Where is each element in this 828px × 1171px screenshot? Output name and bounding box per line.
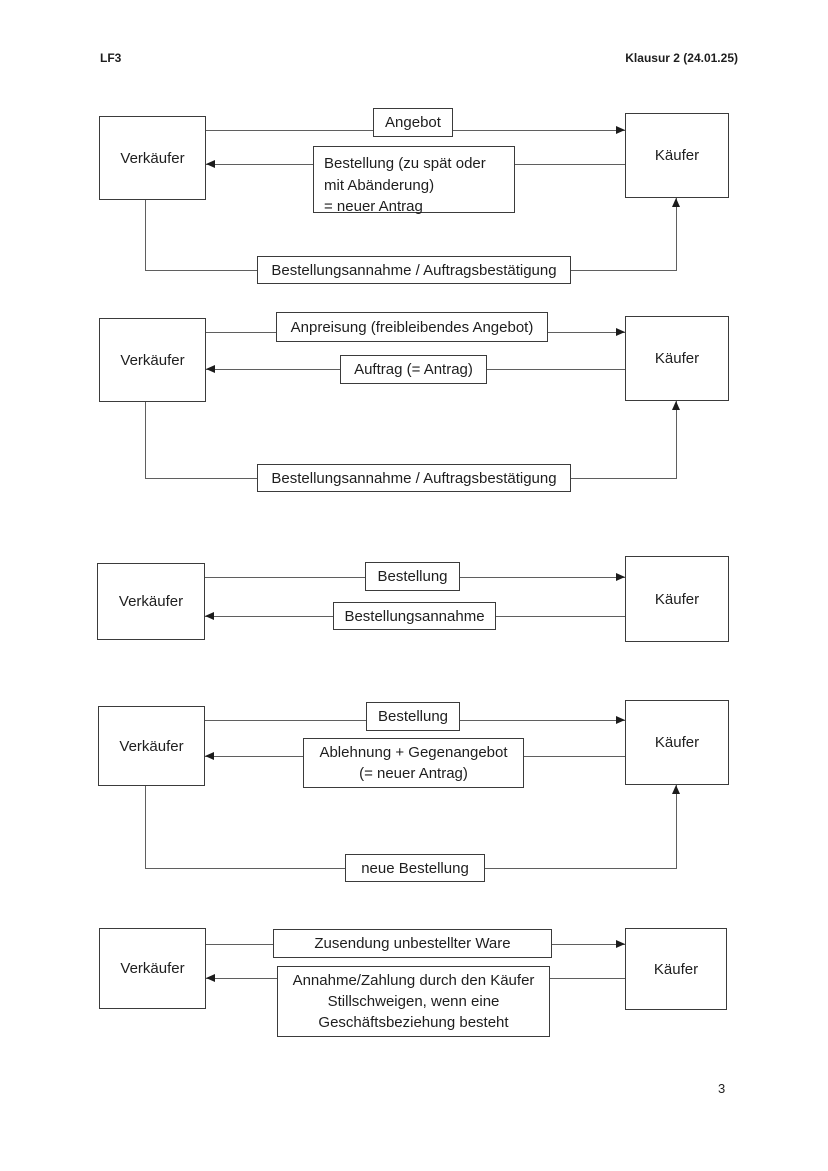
arrowhead-left [206, 365, 215, 373]
label-bestellung: Bestellung [366, 702, 460, 731]
arrowhead-left [205, 612, 214, 620]
connector-down-from-seller [145, 786, 146, 869]
connector-down-from-seller [145, 402, 146, 479]
label-line: Stillschweigen, wenn eine [327, 993, 500, 1010]
arrowhead-up [672, 785, 680, 794]
header-exam-title: Klausur 2 (24.01.25) [625, 51, 738, 65]
arrowhead-right [616, 126, 625, 134]
buyer-box: Käufer [625, 928, 727, 1010]
label-annahme-zahlung: Annahme/Zahlung durch den Käufer Stillsc… [277, 966, 550, 1037]
seller-box: Verkäufer [97, 563, 205, 640]
arrowhead-right [616, 573, 625, 581]
seller-box: Verkäufer [98, 706, 205, 786]
label-line: Geschäftsbeziehung besteht [318, 1014, 509, 1031]
connector-up-to-buyer [676, 401, 677, 479]
arrowhead-right [616, 328, 625, 336]
label-angebot: Angebot [373, 108, 453, 137]
connector-down-from-seller [145, 200, 146, 271]
buyer-box: Käufer [625, 556, 729, 642]
arrowhead-right [616, 716, 625, 724]
label-counter-offer: Ablehnung + Gegenangebot (= neuer Antrag… [303, 738, 524, 788]
header-course-code: LF3 [100, 51, 122, 65]
arrowhead-left [206, 974, 215, 982]
label-line: Annahme/Zahlung durch den Käufer [292, 972, 535, 989]
label-auftrag: Auftrag (= Antrag) [340, 355, 487, 384]
label-line: Bestellung (zu spät oder [324, 155, 486, 172]
label-zusendung: Zusendung unbestellter Ware [273, 929, 552, 958]
seller-box: Verkäufer [99, 318, 206, 402]
label-line: = neuer Antrag [324, 198, 423, 215]
label-order-confirmation: Bestellungsannahme / Auftragsbestätigung [257, 256, 571, 284]
page-number: 3 [718, 1081, 726, 1096]
seller-box: Verkäufer [99, 928, 206, 1009]
label-line: (= neuer Antrag) [359, 765, 468, 782]
buyer-box: Käufer [625, 316, 729, 401]
connector-up-to-buyer [676, 785, 677, 869]
connector-up-to-buyer [676, 198, 677, 271]
label-neue-bestellung: neue Bestellung [345, 854, 485, 882]
arrowhead-up [672, 401, 680, 410]
arrowhead-right [616, 940, 625, 948]
arrowhead-up [672, 198, 680, 207]
label-anpreisung: Anpreisung (freibleibendes Angebot) [276, 312, 548, 342]
label-order-confirmation: Bestellungsannahme / Auftragsbestätigung [257, 464, 571, 492]
label-bestellung: Bestellung [365, 562, 460, 591]
seller-box: Verkäufer [99, 116, 206, 200]
label-late-order: Bestellung (zu spät oder mit Abänderung)… [313, 146, 515, 215]
label-line: Ablehnung + Gegenangebot [319, 744, 508, 761]
arrowhead-left [205, 752, 214, 760]
buyer-box: Käufer [625, 113, 729, 198]
buyer-box: Käufer [625, 700, 729, 785]
label-bestellungsannahme: Bestellungsannahme [333, 602, 496, 630]
label-line: mit Abänderung) [324, 176, 435, 194]
arrowhead-left [206, 160, 215, 168]
